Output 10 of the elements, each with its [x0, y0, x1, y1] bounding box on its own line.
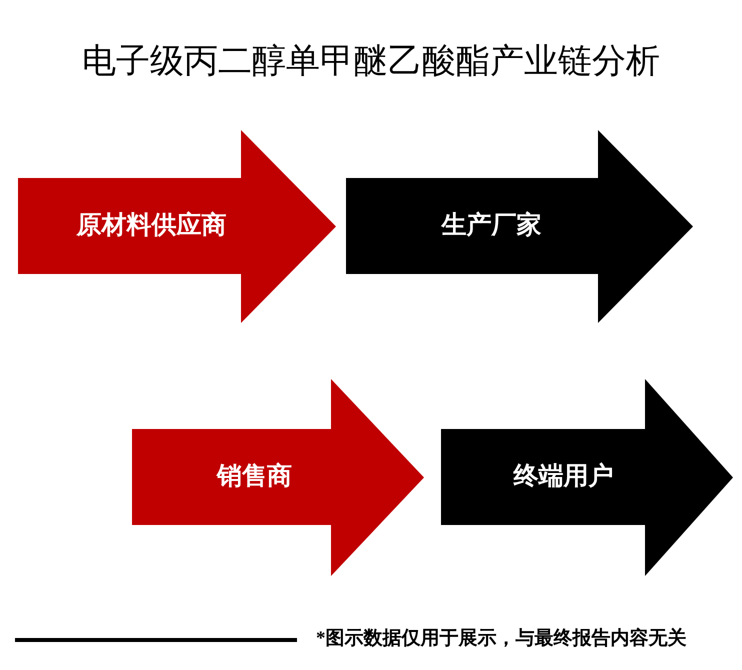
- arrow-shape: [441, 379, 733, 576]
- arrow-shape: [18, 130, 336, 323]
- arrow-label: 销售商: [217, 462, 292, 492]
- arrow-label: 原材料供应商: [76, 211, 227, 241]
- footnote: *图示数据仅用于展示，与最终报告内容无关: [316, 626, 686, 651]
- title: 电子级丙二醇单甲醚乙酸酯产业链分析: [81, 42, 661, 82]
- arrow-label: 终端用户: [514, 462, 614, 492]
- arrow-label: 生产厂家: [442, 211, 542, 241]
- arrow-shape: [346, 130, 693, 323]
- arrow-shape: [132, 379, 424, 576]
